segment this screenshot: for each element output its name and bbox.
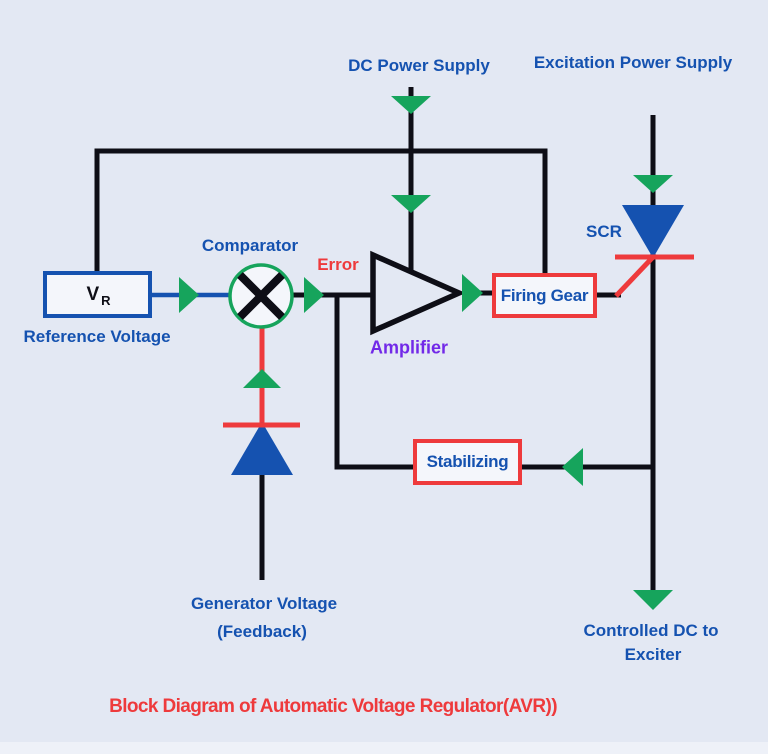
controlled-dc-label-line1: Controlled DC to	[583, 621, 719, 640]
arrow-left-icon	[562, 448, 583, 486]
page-title: Block Diagram of Automatic Voltage Regul…	[109, 696, 557, 717]
scr-label: SCR	[586, 222, 622, 241]
firing-gear-block: Firing Gear	[492, 273, 597, 318]
arrow-right-icon	[462, 274, 483, 312]
arrow-down-icon	[391, 96, 431, 114]
footer-strip	[0, 742, 768, 754]
arrow-right-icon	[304, 277, 324, 313]
amplifier-triangle	[370, 250, 466, 336]
arrow-right-icon	[179, 277, 199, 313]
error-label: Error	[317, 255, 359, 274]
controlled-dc-label-line2: Exciter	[624, 645, 682, 664]
comparator-label: Comparator	[201, 236, 299, 255]
scr-gate-line	[614, 253, 657, 298]
stabilizing-label: Stabilizing	[426, 452, 509, 471]
top-routing-line	[94, 148, 548, 275]
firing-gear-label: Firing Gear	[500, 285, 589, 305]
feedback-label: (Feedback)	[217, 622, 307, 641]
arrow-down-icon	[633, 175, 673, 193]
generator-voltage-label: Generator Voltage	[190, 594, 338, 613]
excitation-power-supply-label: Excitation Power Supply	[533, 53, 733, 72]
dc-power-supply-label: DC Power Supply	[348, 56, 490, 75]
feedback-diode-triangle	[231, 422, 293, 475]
arrow-down-icon	[633, 590, 673, 610]
comparator-x-icon	[237, 272, 285, 320]
amplifier-label: Amplifier	[369, 337, 449, 358]
arrow-down-icon	[391, 195, 431, 213]
scr-triangle	[622, 205, 684, 258]
feedback-junction-line	[334, 293, 415, 470]
stabilizing-block: Stabilizing	[413, 439, 522, 485]
reference-voltage-label: Reference Voltage	[23, 327, 171, 346]
arrow-up-icon	[243, 369, 281, 388]
